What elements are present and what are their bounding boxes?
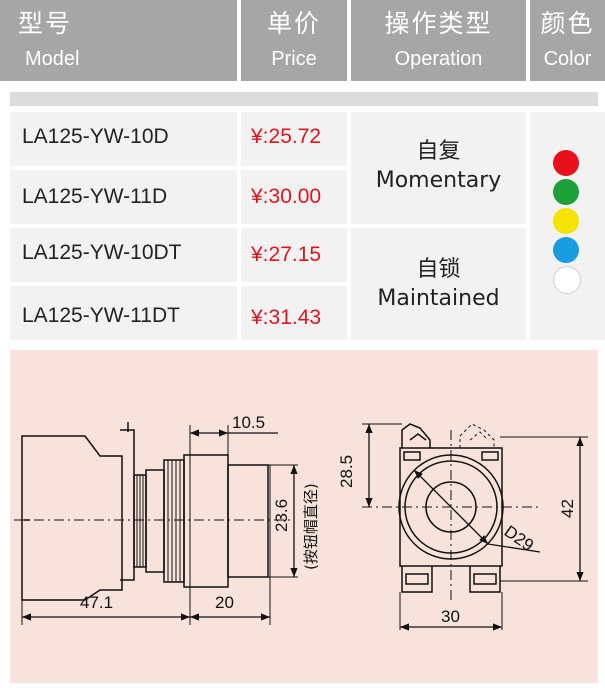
color-swatch-red (553, 150, 579, 176)
dimension-drawing: 10.5 23.6 (按钮帽直径) 47.1 20 (10, 350, 598, 683)
model-cell-3: LA125-YW-10DT (10, 228, 237, 282)
price-cell-3: ¥:27.15 (241, 228, 347, 282)
operation-maintained: 自锁 Maintained (351, 257, 526, 313)
dim-23-6: 23.6 (272, 499, 291, 532)
dim-47-1: 47.1 (80, 593, 113, 612)
model-cell-2: LA125-YW-11D (10, 170, 237, 224)
color-cell (530, 112, 605, 340)
header-price-en: Price (271, 48, 317, 70)
operation-maintained-en: Maintained (377, 286, 500, 311)
dim-10-5: 10.5 (232, 413, 265, 432)
operation-momentary-en: Momentary (375, 168, 502, 193)
model-label: LA125-YW-11D (22, 185, 168, 208)
dim-28-5: 28.5 (337, 455, 356, 488)
operation-momentary: 自复 Momentary (351, 139, 526, 195)
header-operation-zh: 操作类型 (384, 9, 493, 38)
dimension-lines-front (365, 424, 584, 631)
color-swatch-yellow (553, 208, 579, 234)
dimension-drawing-svg: 10.5 23.6 (按钮帽直径) 47.1 20 (14, 413, 588, 631)
model-label: LA125-YW-11DT (22, 304, 180, 327)
header-operation-en: Operation (394, 48, 483, 70)
header-price-zh: 单价 (266, 9, 321, 38)
price-label: ¥:30.00 (251, 185, 322, 208)
separator-bar (10, 92, 598, 106)
header-color-zh: 颜色 (540, 9, 595, 38)
dim-20: 20 (215, 593, 234, 612)
header-color-en: Color (543, 48, 592, 70)
dim-note: (按钮帽直径) (302, 483, 320, 570)
price-cell-2: ¥:30.00 (241, 170, 347, 224)
header-operation: 操作类型 Operation (351, 0, 526, 81)
operation-cell-maintained: 自锁 Maintained (351, 228, 526, 340)
header-color: 颜色 Color (530, 0, 605, 81)
header-model-zh: 型号 (18, 9, 73, 38)
operation-momentary-zh: 自复 (416, 139, 461, 164)
model-label: LA125-YW-10DT (22, 241, 182, 264)
dimension-lines-side (22, 429, 298, 621)
model-cell-4: LA125-YW-11DT (10, 286, 237, 340)
header-model-en: Model (25, 48, 80, 70)
color-swatch-blue (553, 237, 579, 263)
color-swatch-white (553, 266, 581, 294)
price-label: ¥:27.15 (251, 243, 322, 266)
header-model: 型号 Model (0, 0, 237, 81)
price-label: ¥:31.43 (251, 306, 322, 329)
model-label: LA125-YW-10D (22, 125, 169, 148)
dim-42: 42 (558, 499, 577, 518)
model-cell-1: LA125-YW-10D (10, 112, 237, 166)
header-price: 单价 Price (241, 0, 347, 81)
price-label: ¥:25.72 (251, 125, 322, 148)
front-view (362, 423, 588, 630)
color-swatch-green (553, 179, 579, 205)
operation-cell-momentary: 自复 Momentary (351, 112, 526, 224)
price-cell-1: ¥:25.72 (241, 112, 347, 166)
price-cell-4: ¥:31.43 (241, 286, 347, 340)
dim-30: 30 (441, 607, 460, 626)
operation-maintained-zh: 自锁 (416, 257, 461, 282)
side-view (14, 422, 298, 625)
